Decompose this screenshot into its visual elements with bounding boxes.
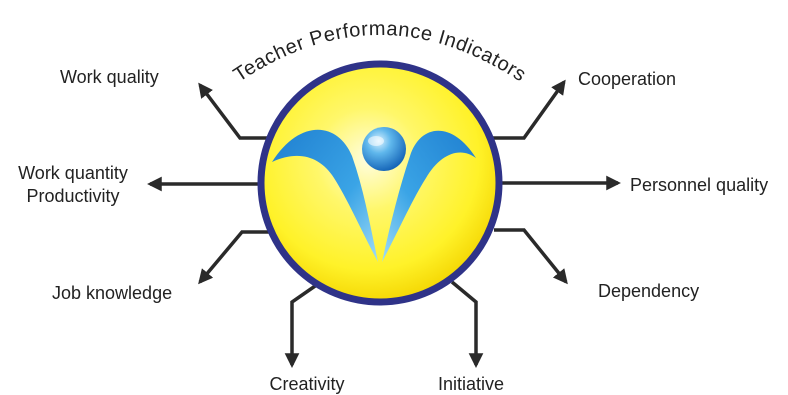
center-circle [257, 60, 503, 306]
arrow-job-knowledge [198, 230, 272, 285]
logo-right-wing [382, 130, 476, 262]
arrow-creativity [284, 282, 319, 368]
label-dependency: Dependency [598, 281, 700, 301]
teacher-figure-logo [272, 127, 476, 262]
label-cooperation: Cooperation [578, 69, 677, 89]
arrow-cooperation [492, 79, 566, 140]
logo-left-wing [272, 129, 378, 262]
label-work-quality: Work quality [60, 67, 159, 87]
label-creativity: Creativity [269, 374, 345, 394]
label-work-quantity: Work quantity [18, 163, 128, 183]
logo-head [362, 127, 406, 171]
label-personnel-quality: Personnel quality [630, 175, 769, 195]
arrow-dependency [494, 228, 568, 285]
arrow-initiative [450, 280, 484, 368]
arrow-work-quality [198, 82, 272, 140]
label-job-knowledge: Job knowledge [52, 283, 173, 303]
label-productivity: Productivity [26, 186, 120, 206]
label-initiative: Initiative [437, 374, 505, 394]
